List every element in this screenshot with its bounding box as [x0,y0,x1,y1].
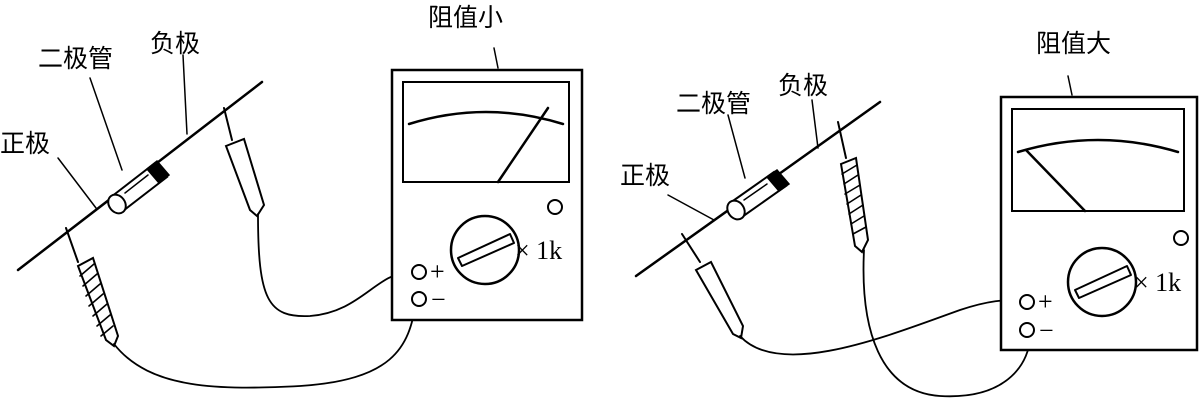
right-multimeter: + − × 1k 阻值大 [999,29,1199,352]
left-striped-probe-hatching [79,263,114,337]
left-diode-highlight [124,174,149,194]
left-wire-plus [257,213,409,317]
right-diode-label: 二极管 [676,89,751,118]
left-black-probe [223,107,266,218]
left-striped-probe [65,227,120,348]
right-striped-probe [837,121,870,254]
left-range-selector-pointer [457,233,515,267]
left-zero-adjust-knob [547,199,563,215]
left-black-probe-handle [224,137,266,218]
left-meter-scale-arc [407,110,565,126]
right-diode-leader [727,114,746,179]
right-range-selector-dial [1066,246,1138,318]
right-anode-leader [667,194,715,221]
right-striped-probe-tip [837,121,847,159]
right-anode-label: 正极 [620,161,670,190]
right-zero-adjust-knob [1173,230,1189,246]
right-diode-end-cap [726,199,746,221]
right-wire-minus [862,249,1031,398]
right-range-selector-pointer [1074,265,1132,299]
left-diode-end-cap [107,193,127,215]
right-cathode-leader [811,99,819,149]
left-cathode-leader [182,54,188,135]
left-diode [107,159,171,215]
left-cathode-label: 负极 [150,29,200,58]
left-black-probe-tip [223,107,233,141]
left-plus-terminal [411,264,427,280]
left-striped-probe-handle [76,256,120,348]
right-meter-title-leader [1067,75,1073,96]
left-diode-leader [89,77,123,171]
right-range-label: × 1k [1134,268,1181,297]
right-diode-highlight [743,183,768,201]
right-panel: 二极管 负极 正极 [620,29,1199,398]
left-anode-label: 正极 [0,129,50,158]
right-diode-cathode-band [765,168,791,193]
right-meter-needle [1024,148,1087,213]
left-diode-label: 二极管 [38,44,113,73]
left-striped-probe-tip [65,227,79,263]
left-meter-needle [496,106,550,184]
left-diode-cathode-band [145,159,171,185]
left-meter-title: 阻值小 [428,3,503,32]
right-plus-label: + [1038,287,1053,316]
left-multimeter: + − × 1k 阻值小 [390,3,584,322]
right-striped-probe-hatching [841,164,867,235]
left-panel: 二极管 负极 正极 [0,3,584,389]
left-plus-label: + [430,257,445,286]
right-minus-label: − [1039,316,1054,345]
right-meter-window [1011,108,1185,212]
right-meter-scale-arc [1016,138,1180,154]
left-minus-terminal [411,291,427,307]
right-black-probe [681,233,745,340]
left-meter-title-leader [493,47,499,69]
right-meter-title: 阻值大 [1036,29,1111,58]
right-black-probe-tip [681,233,701,263]
left-wire-minus [113,299,417,389]
left-range-label: × 1k [515,236,562,265]
left-meter-window [402,81,570,183]
right-minus-terminal [1019,322,1035,338]
left-anode-leader [57,157,97,209]
right-cathode-label: 负极 [778,71,828,100]
left-range-selector-dial [449,214,521,286]
left-minus-label: − [431,285,446,314]
right-wire-plus [739,299,1019,356]
right-plus-terminal [1019,294,1035,310]
right-diode [726,168,791,221]
right-black-probe-handle [694,260,745,340]
